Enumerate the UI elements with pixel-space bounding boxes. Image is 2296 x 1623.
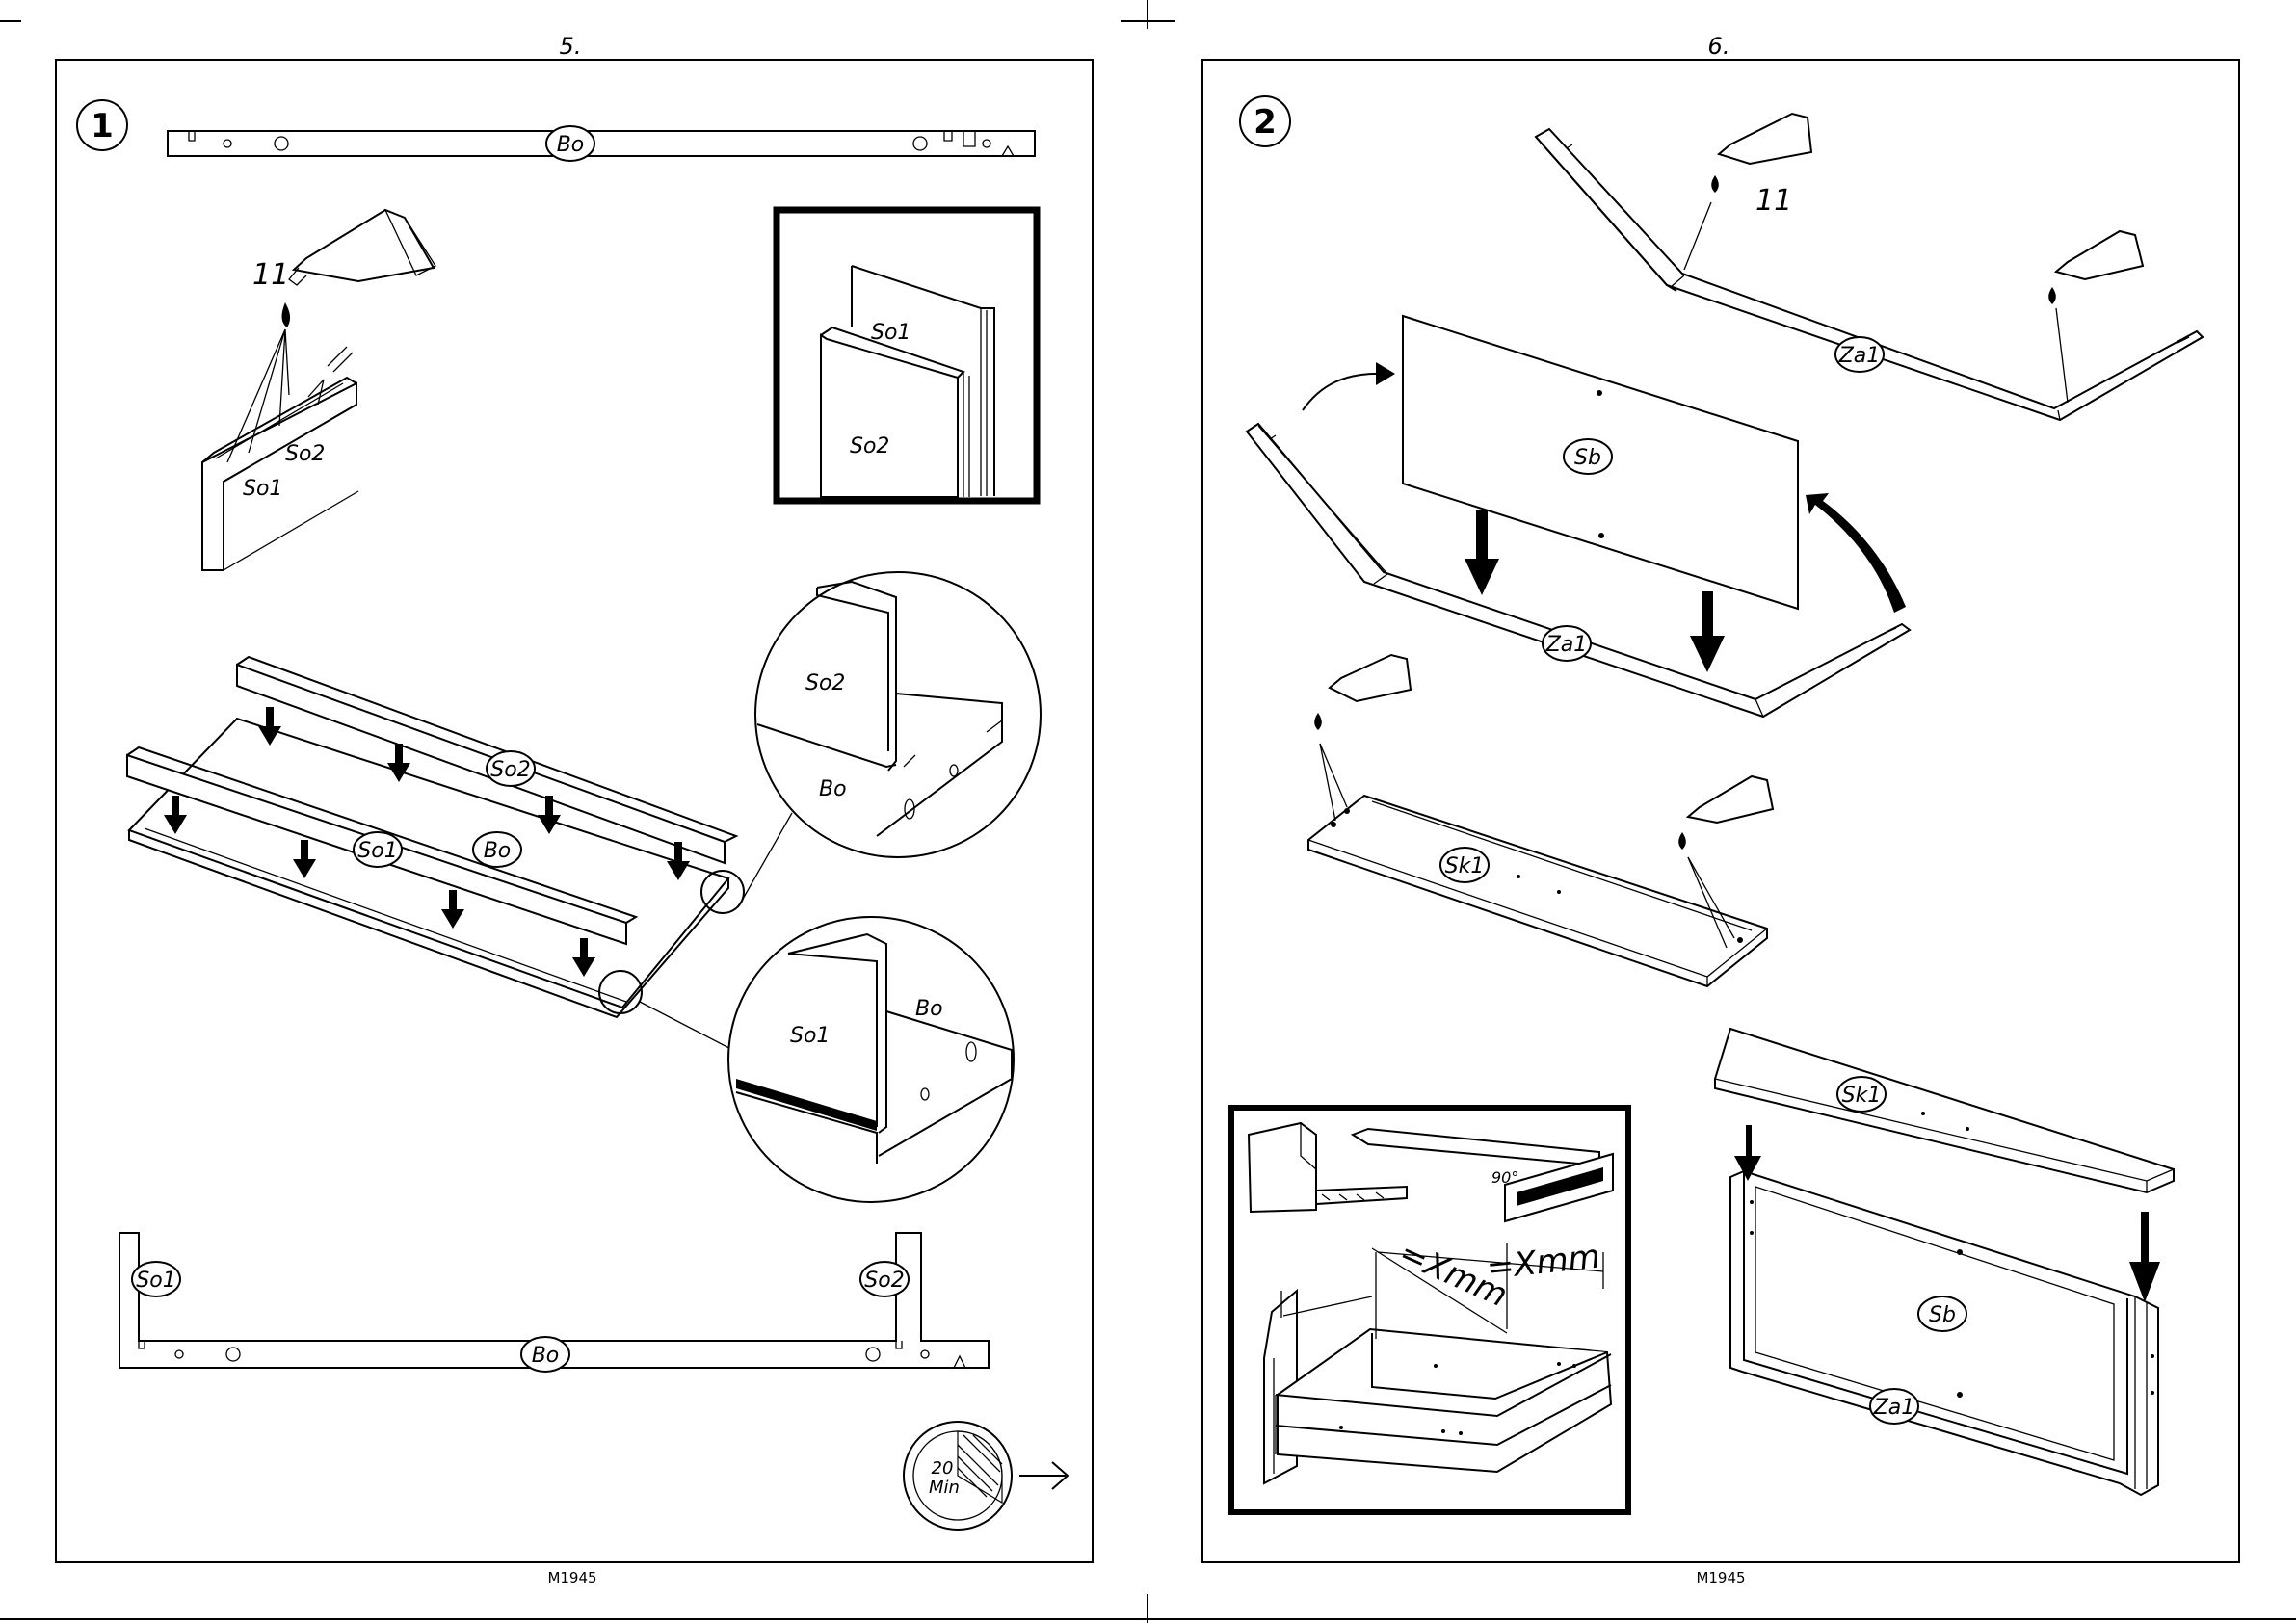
bo-board-plan-top: Bo	[168, 126, 1035, 161]
left-page: 5. M1945 1 Bo 11	[56, 33, 1093, 1586]
label-sk1-lid: Sk1	[1842, 1084, 1882, 1108]
page-number-left: 5.	[560, 33, 582, 60]
bo-board-iso-assembly: So2 So1 Bo	[127, 657, 792, 1060]
zoom-detail-so2: So2 Bo	[755, 572, 1041, 857]
right-page: 6. M1945 2 Za1 11	[1202, 33, 2239, 1586]
label-iso-so2: So2	[490, 758, 530, 782]
curved-arrow-left-head	[1376, 362, 1395, 385]
label-so2-glue: So2	[285, 442, 325, 466]
angle-label: 90°	[1491, 1168, 1518, 1187]
label-bottom-so2: So2	[864, 1269, 904, 1293]
label-sb-box: Sb	[1929, 1303, 1956, 1327]
bo-board-plan-bottom: So1 So2 Bo	[119, 1233, 989, 1372]
glue-number-left: 11	[252, 258, 289, 292]
glue-tube-icon	[282, 210, 436, 327]
curved-arrow-left	[1303, 374, 1386, 410]
glued-board-detail: So2 So1	[202, 329, 358, 570]
label-za1-top: Za1	[1838, 344, 1881, 368]
footer-code-left: M1945	[547, 1569, 596, 1586]
time-minutes: 20	[932, 1458, 954, 1479]
zoom-detail-so1: So1 Bo	[728, 917, 1014, 1202]
sk1-board-flat: Sk1	[1308, 796, 1767, 986]
footer-code-right: M1945	[1696, 1569, 1745, 1586]
label-inset-so2: So2	[850, 434, 889, 458]
label-zoom1-so2: So2	[805, 671, 845, 695]
label-za1-mid: Za1	[1545, 633, 1588, 657]
label-za1-box: Za1	[1873, 1396, 1915, 1420]
glue-tube-icon-right-1	[1684, 114, 1811, 270]
label-iso-so1: So1	[357, 839, 397, 863]
curved-arrow-right	[1806, 493, 1906, 613]
page-number-right: 6.	[1708, 33, 1730, 60]
step-2-number: 2	[1254, 103, 1277, 142]
box-assembly: Sk1 Sb Za1	[1715, 1029, 2174, 1495]
step-1-number: 1	[91, 107, 114, 145]
label-bo-top: Bo	[557, 133, 585, 157]
next-page-arrow-icon	[1019, 1462, 1068, 1489]
time-unit: Min	[929, 1478, 960, 1498]
label-zoom2-bo: Bo	[915, 997, 943, 1021]
label-so1-glue: So1	[243, 477, 282, 501]
sb-back-panel: Sb	[1403, 316, 1798, 609]
label-zoom1-bo: Bo	[819, 777, 847, 801]
label-bottom-bo: Bo	[532, 1344, 560, 1368]
time-clock-icon: 20 Min	[904, 1422, 1012, 1530]
label-sk1-flat: Sk1	[1445, 854, 1485, 878]
glue-tube-icon-right-3	[1314, 655, 1411, 821]
glue-number-right: 11	[1755, 184, 1792, 218]
label-bottom-so1: So1	[136, 1269, 175, 1293]
label-zoom2-so1: So1	[790, 1024, 830, 1048]
label-inset-so1: So1	[871, 321, 910, 345]
inset-detail-box: So1 So2	[777, 210, 1037, 501]
label-sb-panel: Sb	[1574, 446, 1601, 470]
label-iso-bo: Bo	[484, 839, 512, 863]
measure-inset-box: 90° =Xmm =Xmm	[1231, 1108, 1628, 1512]
